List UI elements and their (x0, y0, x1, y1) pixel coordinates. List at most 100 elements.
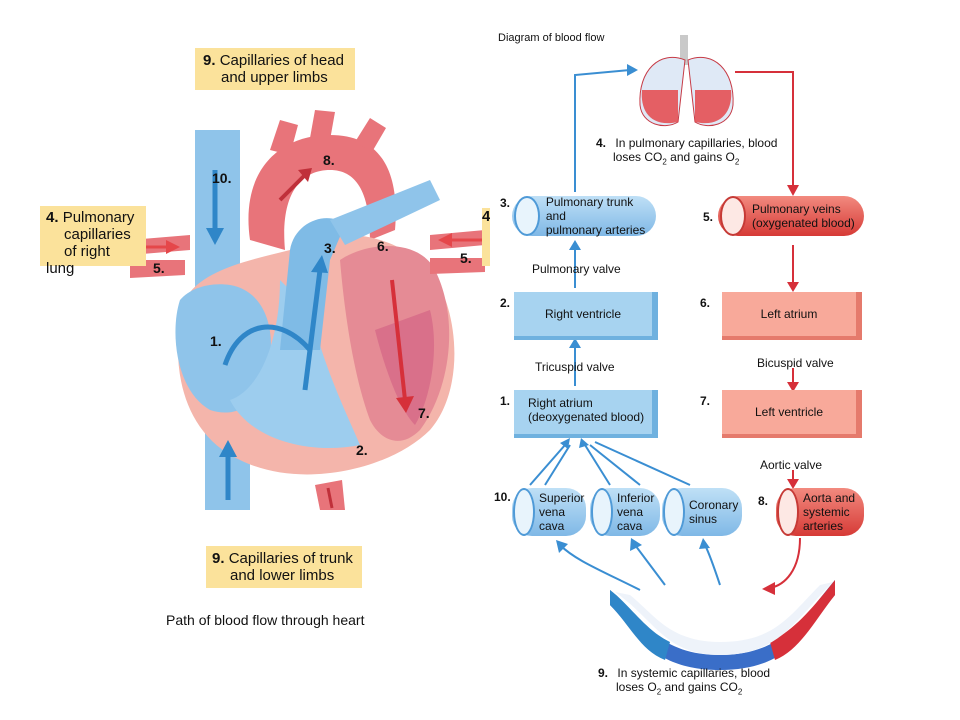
pulmonary-veins-node: Pulmonary veins (oxygenated blood) (718, 196, 864, 236)
step-3-text-2: pulmonary arteries (545, 223, 646, 237)
step-5-text-2: (oxygenated blood) (752, 216, 855, 230)
aorta-node: Aorta and systemic arteries (776, 488, 864, 536)
heart-illustration (130, 110, 485, 510)
pulmonary-trunk-node: Pulmonary trunk and pulmonary arteries (512, 195, 656, 237)
lungs-icon (639, 35, 734, 127)
aorta-branch-3 (355, 118, 386, 152)
ivc-text-2: vena (617, 505, 644, 519)
label-lung-text-3: of right lung (46, 243, 110, 277)
step-2-number: 2. (500, 296, 511, 310)
pulmonary-trunk-end (514, 196, 540, 236)
svc-text-2: vena (539, 505, 566, 519)
step-3-text-1: Pulmonary trunk and (545, 195, 634, 223)
heart-number-2: 2. (356, 442, 368, 458)
label-lung-text-1: Pulmonary (62, 209, 135, 226)
step-7-text: Left ventricle (754, 405, 824, 419)
aorta-text-2: systemic (803, 505, 850, 519)
aorta-end (777, 488, 799, 536)
label-trunk-text-1: Capillaries of trunk (228, 550, 353, 567)
left-atrium-node: Left atrium (722, 292, 862, 340)
heart-number-5-right: 5. (460, 250, 472, 266)
flow-arrow-ventricle (222, 324, 312, 366)
step-2-text: Right ventricle (544, 307, 622, 321)
pulmonary-valve-label: Pulmonary valve (532, 262, 621, 276)
step-4-text-3: and gains O (666, 150, 735, 164)
step-4-caption: 4. In pulmonary capillaries, blood loses… (596, 136, 777, 169)
step-9-caption: 9. In systemic capillaries, blood loses … (598, 666, 770, 699)
ivc-text-3: cava (617, 519, 643, 533)
right-ventricle (230, 280, 360, 448)
left-ventricle-inner (375, 310, 435, 425)
flow-arrow-trunk (302, 269, 323, 391)
flow-arrow-left (390, 279, 407, 401)
arrow-from-lungs (735, 71, 794, 188)
step-5-number: 5. (703, 210, 714, 224)
step-6-text: Left atrium (760, 307, 818, 321)
step-9-text-1: In systemic capillaries, blood (617, 666, 771, 680)
step-6-number: 6. (700, 296, 711, 310)
heart-number-10: 10. (212, 170, 232, 186)
arrow-to-lungs (574, 69, 631, 192)
coronary-sinus-node: Coronary sinus (662, 488, 742, 536)
label-lung-number: 4. (46, 209, 59, 226)
heart-number-7: 7. (418, 405, 430, 421)
diagram-title: Diagram of blood flow (498, 32, 605, 44)
label-head-capillaries: 9. Capillaries of head and upper limbs (195, 48, 355, 90)
step-4-sub-o2: 2 (734, 157, 740, 167)
svc-text-3: cava (539, 519, 565, 533)
cs-text-1: Coronary (689, 498, 739, 512)
inferior-vena-cava-node: Inferior vena cava (590, 488, 660, 536)
aorta-branch-1 (270, 120, 298, 155)
aorta-branch-2 (310, 110, 335, 140)
step-5-text-1: Pulmonary veins (752, 202, 841, 216)
step-10-number: 10. (494, 490, 511, 504)
step-1-text-1: Right atrium (528, 396, 593, 410)
heart-number-1: 1. (210, 333, 222, 349)
aorta-arch (248, 135, 396, 250)
ivc-text-1: Inferior (617, 491, 655, 505)
step-1-text-2: (deoxygenated blood) (528, 410, 645, 424)
systemic-capillary-bed (610, 580, 835, 670)
left-ventricle-node: Left ventricle (722, 390, 862, 438)
svc-text-1: Superior (539, 491, 585, 505)
heart-number-3: 3. (324, 240, 336, 256)
cs-end (663, 488, 685, 536)
label-trunk-text-2: and lower limbs (230, 567, 335, 584)
label-trunk-number: 9. (212, 550, 225, 567)
pulmonary-trunk (280, 218, 345, 350)
step-3-number: 3. (500, 196, 511, 210)
step-1-number: 1. (500, 394, 511, 408)
heart-number-5-left: 5. (153, 260, 165, 276)
step-9-text-3: and gains CO (661, 680, 738, 694)
ivc-end (591, 488, 613, 536)
right-atrium-node: Right atrium (deoxygenated blood) (514, 390, 658, 438)
aortic-valve-label: Aortic valve (760, 458, 823, 472)
right-atrium (175, 284, 271, 413)
pulmonary-veins-end (720, 196, 746, 236)
label-lung-right-partial: 4 (482, 208, 490, 266)
step-7-number: 7. (700, 394, 711, 408)
label-head-number: 9. (203, 52, 216, 69)
step-9-number: 9. (598, 666, 609, 680)
cs-text-2: sinus (689, 512, 718, 526)
heart-number-6: 6. (377, 238, 389, 254)
right-ventricle-node: Right ventricle (514, 292, 658, 340)
step-9-sub-co2: 2 (737, 687, 743, 697)
pulmonary-artery-right (330, 180, 440, 245)
aorta-text-1: Aorta and (803, 491, 856, 505)
heart-caption: Path of blood flow through heart (166, 612, 365, 628)
label-trunk-capillaries: 9. Capillaries of trunk and lower limbs (206, 546, 362, 588)
step-4-number: 4. (596, 136, 607, 150)
bicuspid-valve-label: Bicuspid valve (757, 356, 834, 370)
flow-diagram-art (529, 35, 835, 670)
label-head-text-2: and upper limbs (221, 69, 328, 86)
flow-arrow-aorta (278, 173, 307, 202)
step-9-sub-o2: 2 (656, 687, 662, 697)
label-head-text-1: Capillaries of head (219, 52, 344, 69)
heart-number-8: 8. (323, 152, 335, 168)
superior-vena-cava-node: Superior vena cava (512, 488, 586, 536)
step-9-text-2: loses O (616, 680, 657, 694)
pulmonary-veins-right (430, 230, 485, 274)
aorta-text-3: arteries (803, 519, 844, 533)
step-4-text-1: In pulmonary capillaries, blood (615, 136, 778, 150)
